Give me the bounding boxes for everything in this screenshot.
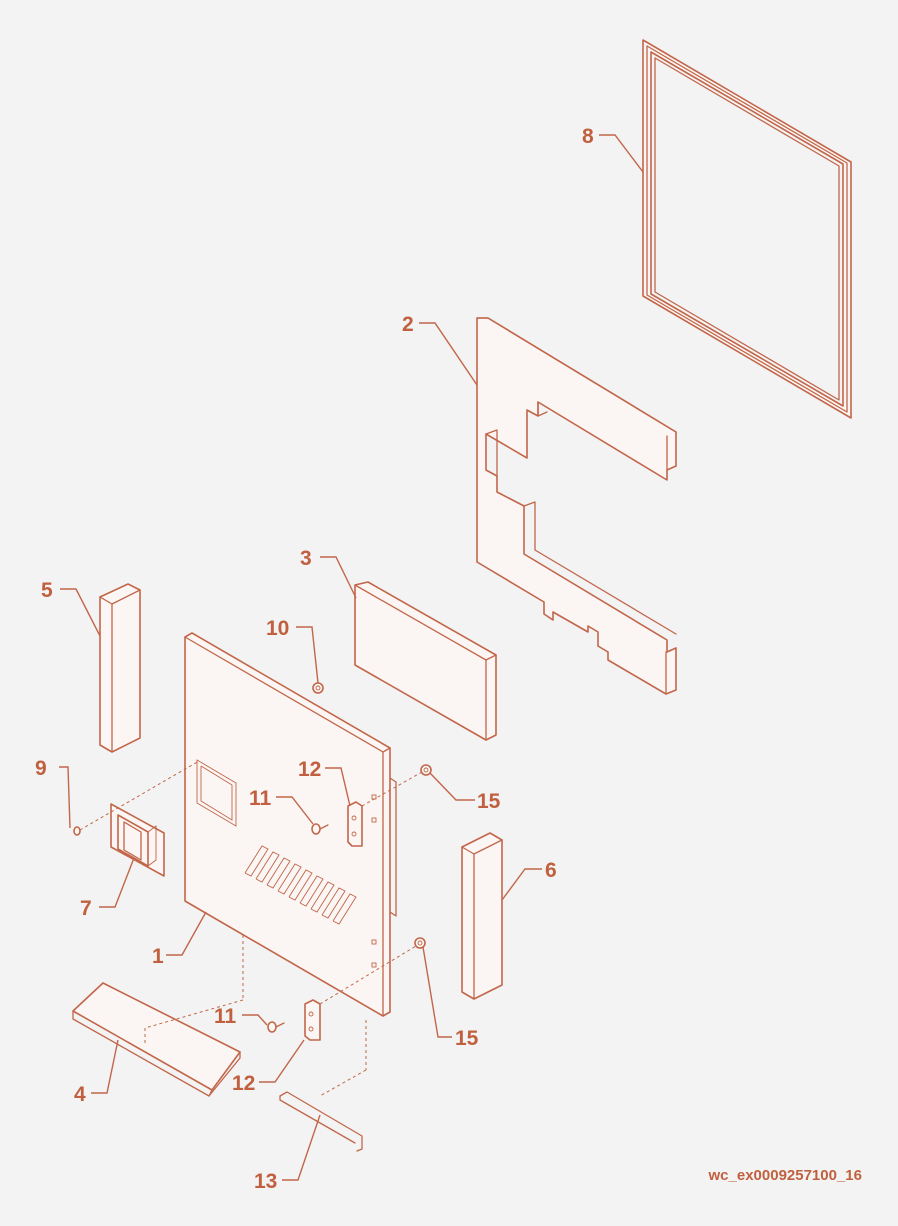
callout-13: 13: [254, 1170, 277, 1193]
panel-vent-slots: [244, 845, 357, 925]
callout-3: 3: [300, 547, 312, 570]
leader-lines: [59, 134, 644, 1181]
part-5-side-insulation: [99, 583, 141, 753]
part-4-bottom-insulation: [72, 982, 241, 1097]
callout-9: 9: [35, 757, 47, 780]
callout-12-upper: 12: [298, 758, 321, 781]
callout-10: 10: [266, 617, 289, 640]
part-1-front-panel: [184, 632, 397, 1017]
callout-11-lower: 11: [214, 1005, 237, 1028]
callout-8: 8: [582, 125, 594, 148]
part-15-nut-upper: [420, 764, 432, 776]
part-7-handle: [110, 803, 165, 877]
part-11-screw-upper: [311, 823, 329, 835]
callout-15-lower: 15: [455, 1027, 479, 1050]
callout-2: 2: [402, 313, 414, 336]
drawing-code: wc_ex0009257100_16: [708, 1167, 863, 1184]
callout-7: 7: [80, 897, 92, 920]
part-3-insulation-block: [354, 581, 497, 741]
part-11-screw-lower: [267, 1021, 285, 1033]
callout-12-lower: 12: [232, 1072, 255, 1095]
callout-6: 6: [545, 859, 557, 882]
part-6-side-insulation: [461, 832, 503, 1000]
part-10-nut: [312, 682, 324, 694]
callout-4: 4: [74, 1083, 86, 1106]
part-9-screw: [73, 826, 81, 836]
part-12-hinge-upper: [347, 801, 363, 847]
part-2-insulation-panel: [476, 317, 677, 695]
callout-5: 5: [41, 579, 53, 602]
callout-labels: 8 2 3 5 10 9 12 11 15 6 7 1 11 15 4 12 1…: [35, 125, 594, 1193]
callout-15-upper: 15: [477, 790, 501, 813]
callout-11-upper: 11: [249, 787, 272, 810]
part-15-nut-lower: [414, 937, 426, 949]
part-12-hinge-lower: [304, 999, 321, 1041]
part-13-rod: [279, 1091, 363, 1152]
part-8-frame-gasket: [642, 39, 852, 419]
callout-1: 1: [152, 945, 164, 968]
alignment-lines: [79, 760, 423, 1097]
